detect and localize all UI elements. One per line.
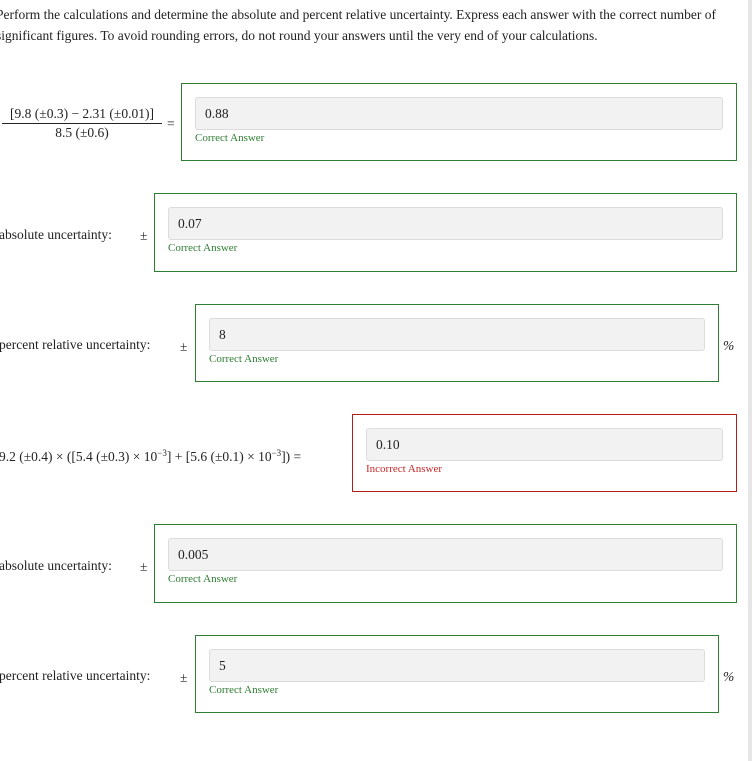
problem1-numerator: [9.8 (±0.3) − 2.31 (±0.01)] [2,106,162,124]
problem2-absolute-pm: ± [140,559,148,574]
problem1-percent-pm: ± [180,339,188,354]
problem1-percent-unit: % [723,338,735,353]
scrollbar[interactable] [748,0,752,761]
problem1-answer-input[interactable]: 0.88 [195,97,723,130]
problem2-expr-c: ]) = [281,449,302,464]
problem1-absolute-pm: ± [140,228,148,243]
problem2-exp-a: −3 [157,448,167,458]
problem2-percent-unit: % [723,669,735,684]
problem1-percent-input[interactable]: 8 [209,318,705,351]
problem2-absolute-box: 0.005 Correct Answer [154,524,737,603]
problem1-denominator: 8.5 (±0.6) [55,125,109,140]
problem2-absolute-input[interactable]: 0.005 [168,538,723,571]
problem2-feedback: Incorrect Answer [366,463,443,475]
problem2-expression: 9.2 (±0.4) × ([5.4 (±0.3) × 10−3] + [5.6… [0,448,301,465]
problem2-absolute-feedback: Correct Answer [168,573,238,585]
problem2-expr-a: 9.2 (±0.4) × ([5.4 (±0.3) × 10 [0,449,158,464]
problem1-absolute-box: 0.07 Correct Answer [154,193,737,272]
problem2-percent-pm: ± [180,670,188,685]
problem1-fraction: [9.8 (±0.3) − 2.31 (±0.01)] 8.5 (±0.6) [2,106,162,141]
problem2-percent-label: percent relative uncertainty: [0,668,151,683]
problem2-answer-box: 0.10 Incorrect Answer [352,414,737,492]
problem2-answer-input[interactable]: 0.10 [366,428,723,461]
problem1-feedback: Correct Answer [195,132,265,144]
problem1-absolute-input[interactable]: 0.07 [168,207,723,240]
problem1-percent-label: percent relative uncertainty: [0,337,151,352]
problem1-equals: = [167,116,175,131]
problem1-absolute-feedback: Correct Answer [168,242,238,254]
problem2-percent-feedback: Correct Answer [209,684,279,696]
problem1-percent-feedback: Correct Answer [209,353,279,365]
instructions-text: Perform the calculations and determine t… [0,7,716,43]
problem2-percent-input[interactable]: 5 [209,649,705,682]
problem2-absolute-label: absolute uncertainty: [0,558,112,573]
problem1-answer-box: 0.88 Correct Answer [181,83,737,161]
problem1-percent-box: 8 Correct Answer [195,304,719,382]
problem2-exp-b: −3 [271,448,282,458]
problem2-expr-b: ] + [5.6 (±0.1) × 10 [166,449,272,464]
problem1-absolute-label: absolute uncertainty: [0,227,112,242]
problem2-percent-box: 5 Correct Answer [195,635,719,713]
